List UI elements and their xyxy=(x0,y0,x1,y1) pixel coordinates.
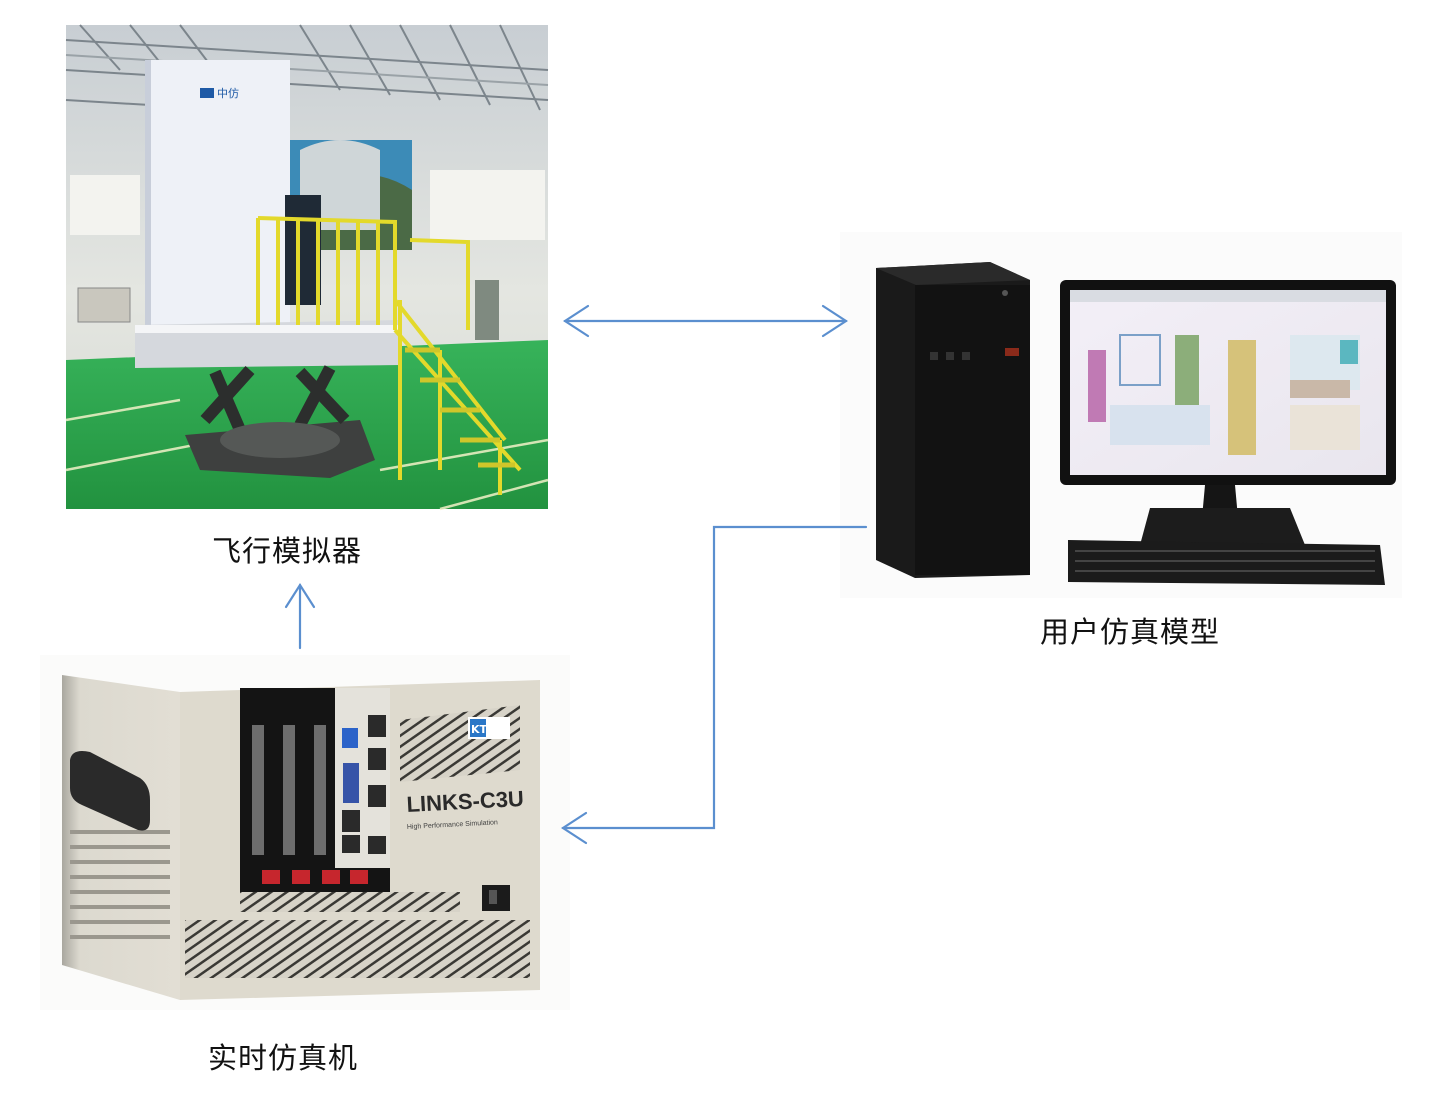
cabin-logo-text: 中仿 xyxy=(217,87,239,100)
chassis-handle xyxy=(70,751,150,831)
user-model-pc-image xyxy=(840,232,1402,598)
user-model-caption: 用户仿真模型 xyxy=(1040,615,1221,649)
usb-ports xyxy=(342,728,358,748)
hall-door xyxy=(475,280,499,340)
wall-poster xyxy=(77,287,131,323)
edge-realtime-simulator xyxy=(284,582,316,650)
flight-simulator-image: 中仿 xyxy=(65,24,549,511)
cabin-logo-mark xyxy=(200,88,214,98)
kt-badge-text: KT xyxy=(471,723,488,736)
hall-windows xyxy=(70,170,545,240)
chassis-brand: LINKS-C3U xyxy=(406,786,524,817)
keyboard xyxy=(1068,540,1385,585)
realtime-sim-image: KT LINKS-C3U High Performance Simulation xyxy=(40,655,570,1010)
simulator-cabin xyxy=(145,60,290,335)
power-led xyxy=(1005,348,1019,356)
edge-simulator-usermodel xyxy=(562,304,849,338)
bottom-vent xyxy=(185,920,530,978)
chassis-side xyxy=(62,675,180,1000)
flight-simulator-caption: 飞行模拟器 xyxy=(212,534,363,568)
edges xyxy=(284,304,868,845)
monitor-stand xyxy=(1140,508,1305,545)
motion-base xyxy=(185,365,375,478)
realtime-sim-caption: 实时仿真机 xyxy=(208,1041,359,1075)
vga-port xyxy=(343,763,359,803)
edge-usermodel-realtime xyxy=(560,525,868,845)
red-connectors xyxy=(262,870,368,884)
chassis-subtitle: High Performance Simulation xyxy=(407,819,498,831)
